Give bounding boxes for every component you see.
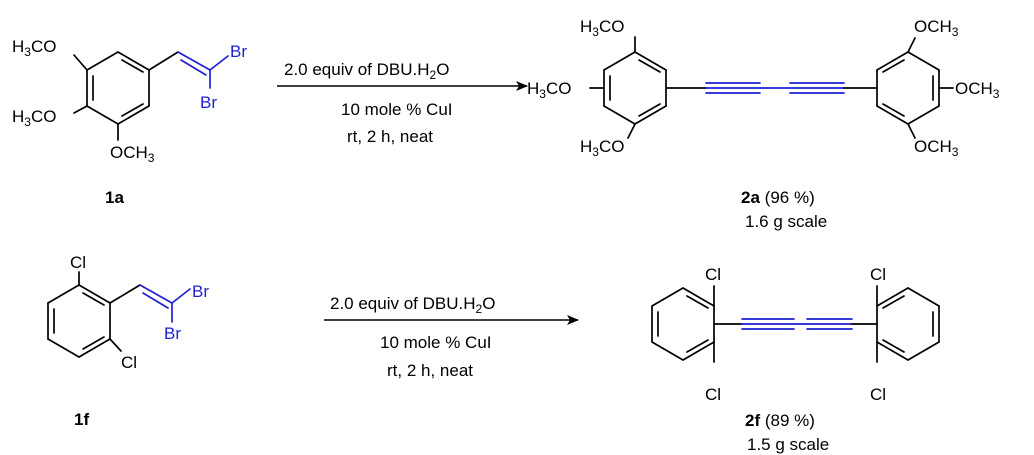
methoxy-label: H3CO (12, 37, 56, 59)
br-label: Br (192, 282, 209, 301)
chloro-label: Cl (870, 385, 886, 404)
product-2f: Cl Cl Cl Cl (651, 265, 940, 404)
condition-catalyst-1: 10 mole % CuI (341, 100, 453, 119)
reactant-1a: Br Br H3CO H3CO OCH3 (12, 37, 247, 165)
methoxy-label: OCH3 (914, 17, 959, 39)
condition-reagent-1: 2.0 equiv of DBU.H2O (284, 60, 449, 82)
chloro-label: Cl (70, 253, 86, 272)
methoxy-label: H3CO (580, 137, 624, 159)
diyne-linker-2a (705, 82, 845, 94)
condition-catalyst-2: 10 mole % CuI (380, 333, 492, 352)
methoxy-label: OCH3 (110, 143, 155, 165)
chloro-label: Cl (870, 265, 886, 284)
product-caption-2a: 2a (96 %) (741, 188, 815, 207)
compound-id-1f: 1f (74, 410, 89, 429)
benzene-ring-2a-left (603, 51, 667, 125)
condition-reagent-2: 2.0 equiv of DBU.H2O (330, 294, 495, 316)
methoxy-label: OCH3 (955, 79, 1000, 101)
product-caption-2f: 2f (89 %) (745, 411, 815, 430)
chloro-label: Cl (705, 385, 721, 404)
benzene-ring-2f-right (876, 287, 940, 361)
br-label: Br (230, 42, 247, 61)
br-label: Br (200, 93, 217, 112)
methoxy-label: H3CO (580, 17, 624, 39)
benzene-ring-2a-right (876, 51, 940, 125)
compound-id-1a: 1a (105, 188, 124, 207)
reactant-1f: Cl Cl Br Br (47, 253, 209, 372)
condition-temp-2: rt, 2 h, neat (387, 361, 473, 380)
diyne-linker-2f (741, 318, 853, 330)
br-label: Br (164, 324, 181, 343)
methoxy-label: H3CO (12, 107, 56, 129)
benzene-ring-2f-left (651, 287, 715, 361)
benzene-ring-1a (86, 51, 150, 125)
benzene-ring-1f (47, 284, 111, 358)
product-2a: H3CO H3CO H3CO OCH3 OCH3 OCH3 (527, 17, 1000, 159)
scale-label-2f: 1.5 g scale (747, 435, 829, 454)
chloro-label: Cl (121, 353, 137, 372)
methoxy-label: OCH3 (914, 137, 959, 159)
methoxy-label: H3CO (527, 79, 571, 101)
scale-label-2a: 1.6 g scale (745, 212, 827, 231)
chloro-label: Cl (705, 265, 721, 284)
condition-temp-1: rt, 2 h, neat (347, 127, 433, 146)
